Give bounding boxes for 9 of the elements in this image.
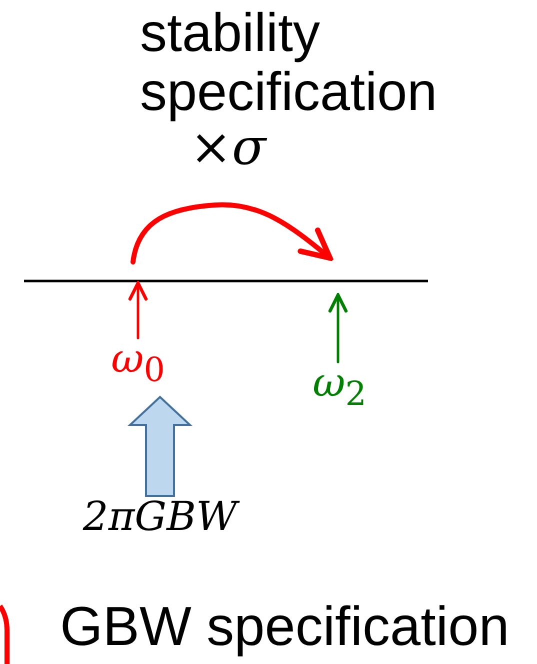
label-text: ×σ [190,120,266,175]
arrow [128,281,148,340]
label-text: stability specification [140,4,438,123]
label-text: GBW specification [60,596,510,656]
arrow [328,293,348,364]
block-arrow [127,396,193,497]
frequency-label: ω$_{2}$ [292,360,387,413]
formula-label: 2πGBW [55,494,265,540]
frequency-label: ω$_{0}$ [93,336,183,389]
